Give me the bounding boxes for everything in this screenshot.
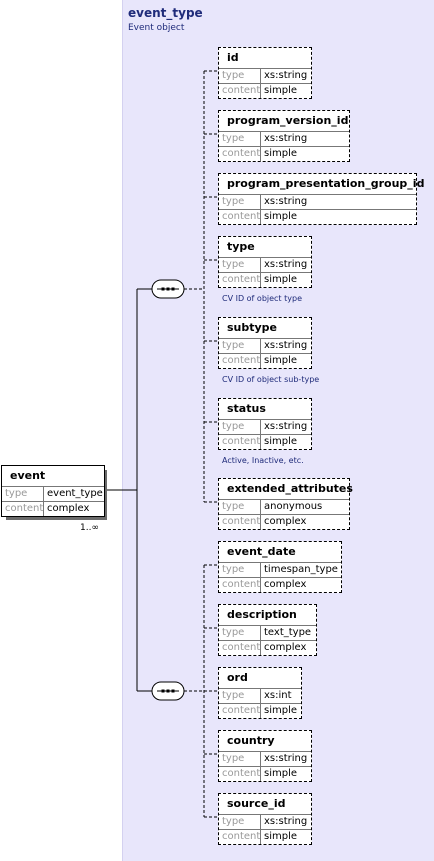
content-value: simple: [264, 831, 298, 842]
element-name: event_date: [227, 545, 296, 558]
content-value: complex: [264, 642, 307, 653]
content-value: complex: [264, 579, 307, 590]
type-value: xs:string: [264, 259, 308, 270]
content-key: content: [219, 354, 261, 368]
type-key: type: [219, 132, 261, 146]
type-value: xs:string: [264, 816, 308, 827]
content-value: simple: [264, 85, 298, 96]
element-name: event: [10, 469, 46, 482]
content-key: content: [219, 273, 261, 287]
element-annotation: Active, Inactive, etc.: [222, 456, 304, 465]
content-key: content: [219, 578, 261, 592]
container-description: Event object: [128, 23, 185, 33]
content-value: simple: [264, 148, 298, 159]
type-value: xs:string: [264, 753, 308, 764]
type-key: type: [219, 69, 261, 83]
type-key: type: [219, 752, 261, 766]
element-name: source_id: [227, 797, 286, 810]
type-value: text_type: [264, 627, 312, 638]
content-key: content: [219, 830, 261, 844]
type-key: type: [219, 626, 261, 640]
container-title: event_type: [128, 6, 203, 20]
content-value: simple: [264, 768, 298, 779]
type-value: xs:string: [264, 70, 308, 81]
content-key: content: [219, 767, 261, 781]
element-annotation: CV ID of object type: [222, 294, 302, 303]
type-value: xs:string: [264, 196, 308, 207]
element-name: country: [227, 734, 275, 747]
element-name: ord: [227, 671, 248, 684]
type-value: xs:string: [264, 340, 308, 351]
type-value: xs:string: [264, 421, 308, 432]
element-name: description: [227, 608, 297, 621]
content-value: simple: [264, 211, 298, 222]
type-value: event_type: [47, 488, 103, 499]
type-key: type: [219, 339, 261, 353]
element-name: type: [227, 240, 255, 253]
type-key: type: [219, 815, 261, 829]
type-key: type: [219, 563, 261, 577]
type-value: timespan_type: [264, 564, 338, 575]
type-value: xs:int: [264, 690, 292, 701]
content-key: content: [219, 704, 261, 718]
content-key: content: [2, 502, 44, 516]
content-value: complex: [47, 503, 90, 514]
content-key: content: [219, 641, 261, 655]
content-key: content: [219, 515, 261, 529]
element-name: program_version_id: [227, 114, 349, 127]
element-annotation: CV ID of object sub-type: [222, 375, 320, 384]
content-key: content: [219, 210, 261, 224]
element-name: status: [227, 402, 266, 415]
multiplicity-label: 1..∞: [80, 523, 99, 533]
sequence-compositor-icon[interactable]: [151, 681, 185, 701]
type-key: type: [219, 420, 261, 434]
element-name: program_presentation_group_id: [227, 177, 425, 190]
content-value: simple: [264, 705, 298, 716]
content-key: content: [219, 435, 261, 449]
content-value: complex: [264, 516, 307, 527]
type-value: xs:string: [264, 133, 308, 144]
type-key: type: [219, 689, 261, 703]
type-value: anonymous: [264, 501, 323, 512]
content-value: simple: [264, 355, 298, 366]
type-key: type: [2, 487, 44, 501]
element-name: subtype: [227, 321, 278, 334]
content-key: content: [219, 147, 261, 161]
element-name: id: [227, 51, 239, 64]
type-key: type: [219, 195, 261, 209]
content-value: simple: [264, 274, 298, 285]
element-name: extended_attributes: [227, 482, 353, 495]
type-key: type: [219, 500, 261, 514]
sequence-compositor-icon[interactable]: [151, 279, 185, 299]
type-key: type: [219, 258, 261, 272]
content-key: content: [219, 84, 261, 98]
content-value: simple: [264, 436, 298, 447]
